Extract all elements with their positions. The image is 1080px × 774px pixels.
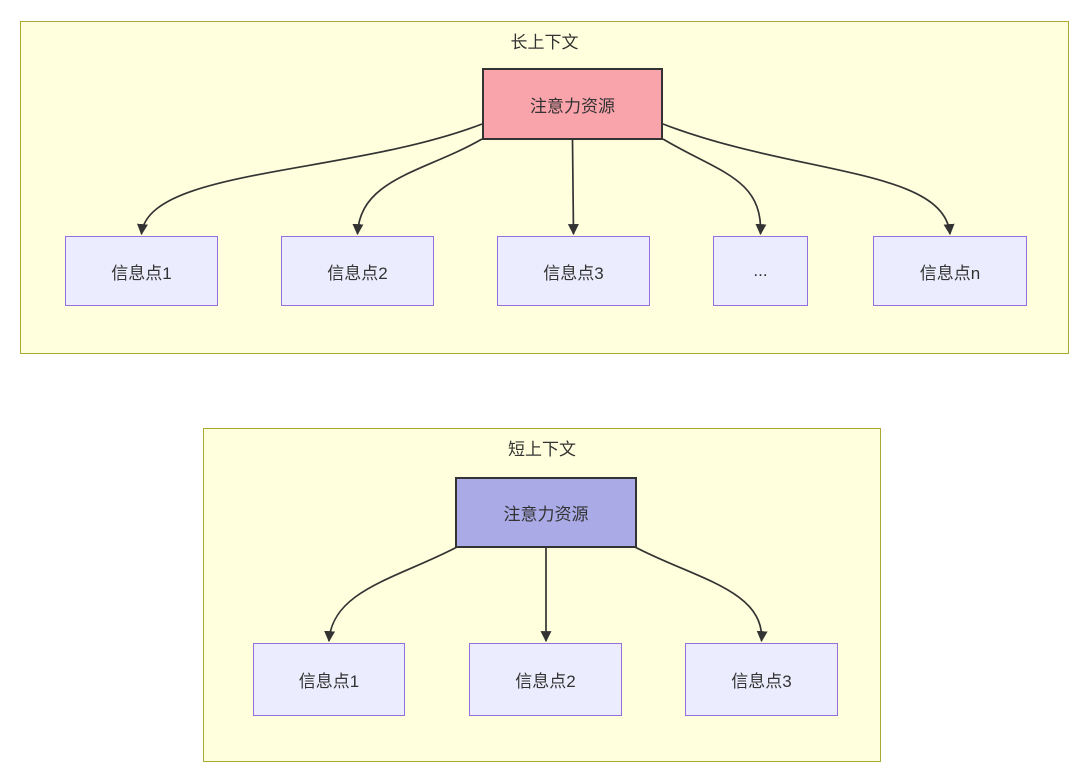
info-node-long-ellipsis: ...	[713, 236, 808, 306]
info-node-short-1: 信息点1	[253, 643, 405, 716]
info-node-short-2: 信息点2	[469, 643, 622, 716]
hub-node-attention-short: 注意力资源	[455, 477, 637, 548]
info-node-long-2: 信息点2	[281, 236, 434, 306]
info-node-long-1: 信息点1	[65, 236, 218, 306]
panel-short-title: 短上下文	[508, 440, 576, 459]
info-node-long-n: 信息点n	[873, 236, 1027, 306]
info-node-long-3: 信息点3	[497, 236, 650, 306]
info-node-short-3: 信息点3	[685, 643, 838, 716]
panel-long-title: 长上下文	[510, 33, 579, 52]
hub-node-attention-long: 注意力资源	[482, 68, 663, 140]
